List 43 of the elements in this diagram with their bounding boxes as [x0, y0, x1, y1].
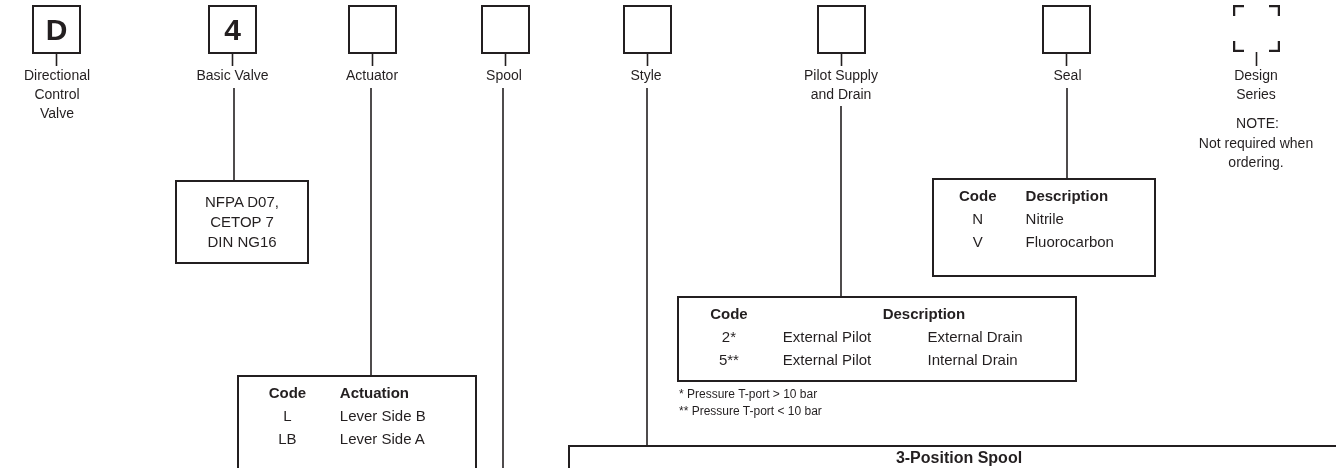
code-table [677, 296, 1077, 382]
table-header: Description [1025, 186, 1110, 205]
table-cell-text: V [971, 232, 984, 251]
table-header: Description [881, 304, 967, 323]
table-cell-text: 5** [717, 350, 740, 369]
table-cell-text: External Pilot [782, 327, 873, 346]
table-cell-text: Nitrile [1025, 209, 1065, 228]
connector-line [502, 87, 504, 468]
connector-line [370, 87, 372, 376]
note-text: Not required when ordering. [1197, 134, 1315, 172]
connector-line [646, 87, 648, 446]
note-text: NOTE: [1235, 114, 1280, 133]
code-box: 4 [208, 5, 257, 54]
table-header: Code [709, 304, 749, 323]
code-box [1042, 5, 1091, 54]
table-cell-text: L [282, 406, 293, 425]
table-header: Actuation [339, 383, 410, 402]
code-table [237, 375, 477, 468]
code-box: D [32, 5, 81, 54]
table-cell-text: N [971, 209, 985, 228]
table-cell-text: Fluorocarbon [1025, 232, 1115, 251]
table-header: Code [267, 383, 308, 402]
code-box [481, 5, 530, 54]
footnote: ** Pressure T-port < 10 bar [679, 403, 823, 419]
code-table [932, 178, 1156, 277]
code-box [817, 5, 866, 54]
table-header: Code [958, 186, 998, 205]
code-box [623, 5, 672, 54]
connector-line [233, 87, 235, 181]
dashed-code-box [1233, 5, 1280, 52]
footnote: * Pressure T-port > 10 bar [679, 386, 819, 402]
table-cell-text: Internal Drain [927, 350, 1019, 369]
code-box [348, 5, 397, 54]
table-cell-text: Lever Side B [339, 406, 427, 425]
table-cell-text: 2* [720, 327, 737, 346]
connector-line [1066, 87, 1068, 179]
table-cell-text: External Drain [927, 327, 1024, 346]
table-title: 3-Position Spool [568, 445, 1336, 468]
table-cell-text: Lever Side A [339, 429, 426, 448]
table-cell-text: External Pilot [782, 350, 873, 369]
table-cell-text: LB [277, 429, 298, 448]
standard-box: NFPA D07, CETOP 7 DIN NG16 [175, 180, 309, 264]
connector-line [840, 105, 842, 297]
